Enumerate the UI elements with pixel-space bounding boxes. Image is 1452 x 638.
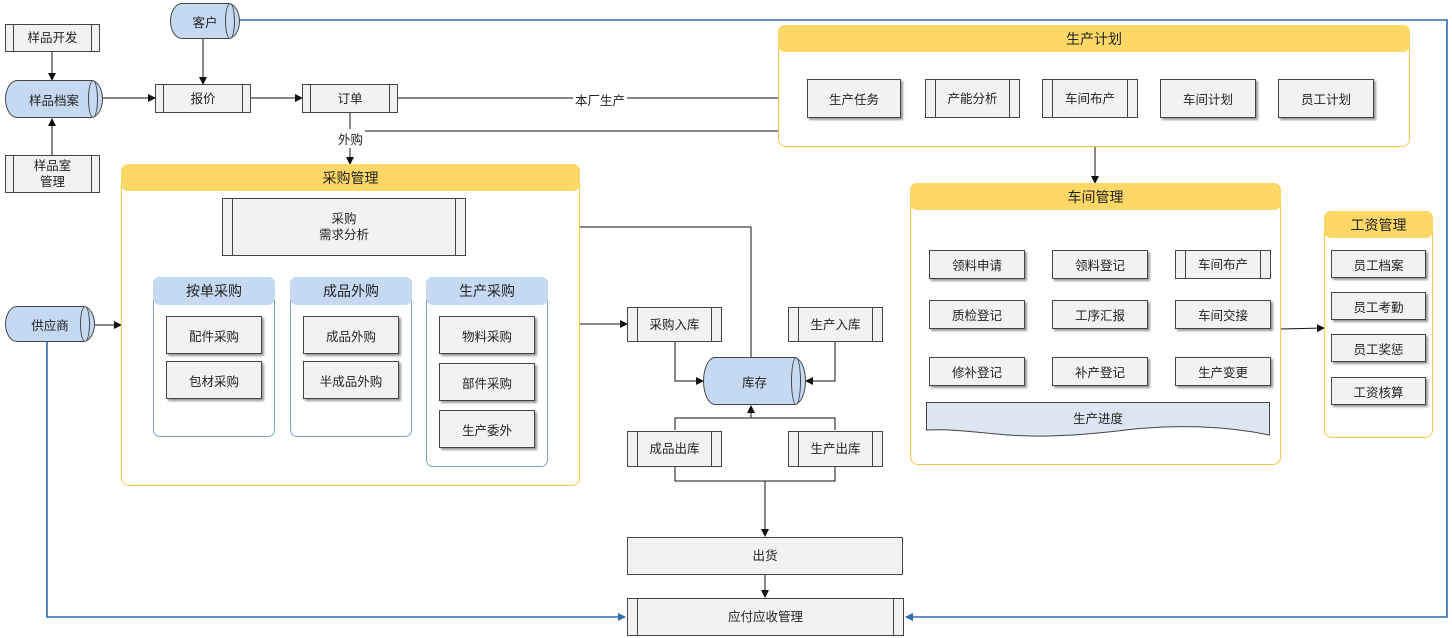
item-semi-finished-outsource[interactable]: 半成品外购	[303, 361, 399, 399]
node-ap-ar[interactable]: 应付应收管理	[627, 598, 904, 636]
workshop-item-process-report[interactable]: 工序汇报	[1052, 300, 1148, 329]
node-production-out[interactable]: 生产出库	[788, 431, 883, 467]
plan-item-task[interactable]: 生产任务	[807, 79, 901, 118]
node-production-in[interactable]: 生产入库	[788, 307, 883, 342]
node-order[interactable]: 订单	[302, 84, 398, 113]
workshop-progress-label: 生产进度	[1072, 411, 1123, 426]
edge-label-outsource: 外购	[336, 129, 366, 148]
plan-item-staff-plan[interactable]: 员工计划	[1278, 79, 1374, 118]
node-quote[interactable]: 报价	[155, 84, 251, 113]
production-plan-title: 生产计划	[778, 25, 1410, 52]
workshop-item-material-request[interactable]: 领料申请	[929, 250, 1025, 279]
progress-document-shape	[926, 402, 1270, 437]
item-finished-outsource[interactable]: 成品外购	[303, 316, 399, 354]
workshop-item-assign[interactable]: 车间布产	[1175, 250, 1271, 279]
item-component-purchase[interactable]: 部件采购	[439, 363, 535, 401]
workshop-item-handover[interactable]: 车间交接	[1175, 300, 1271, 329]
node-shipment[interactable]: 出货	[627, 537, 903, 575]
payroll-item-rewards[interactable]: 员工奖惩	[1331, 334, 1426, 362]
workshop-item-repair-register[interactable]: 修补登记	[929, 357, 1025, 386]
edge-label-in-house: 本厂生产	[573, 90, 628, 109]
workshop-title: 车间管理	[910, 183, 1281, 210]
group-order-purchase: 按单采购	[153, 277, 275, 437]
group-production-purchase-title: 生产采购	[426, 277, 548, 305]
node-finished-out[interactable]: 成品出库	[627, 431, 722, 467]
item-parts-purchase[interactable]: 配件采购	[166, 316, 262, 354]
node-supplier[interactable]: 供应商	[5, 306, 95, 342]
node-purchase-in[interactable]: 采购入库	[627, 307, 722, 342]
workshop-item-reproduction-register[interactable]: 补产登记	[1052, 357, 1148, 386]
node-sample-archive[interactable]: 样品档案	[5, 80, 103, 118]
node-inventory[interactable]: 库存	[703, 357, 806, 405]
workshop-item-production-change[interactable]: 生产变更	[1175, 357, 1271, 386]
group-order-purchase-title: 按单采购	[153, 277, 275, 305]
plan-item-workshop-plan[interactable]: 车间计划	[1160, 79, 1256, 118]
edge-workshop-payroll	[1280, 324, 1325, 333]
workshop-progress[interactable]: 生产进度	[926, 402, 1270, 438]
procurement-demand-analysis[interactable]: 采购 需求分析	[222, 198, 466, 256]
procurement-title: 采购管理	[121, 164, 580, 191]
node-customer[interactable]: 客户	[170, 3, 240, 39]
workshop-item-material-register[interactable]: 领料登记	[1052, 250, 1148, 279]
edge-customer-apar	[239, 19, 1448, 621]
payroll-title: 工资管理	[1324, 211, 1433, 238]
group-finished-outsource: 成品外购	[290, 277, 412, 437]
payroll-item-staff-archive[interactable]: 员工档案	[1331, 250, 1426, 278]
edge-supplier-apar	[46, 341, 626, 621]
item-subcontract[interactable]: 生产委外	[439, 410, 535, 448]
group-finished-outsource-title: 成品外购	[290, 277, 412, 305]
plan-item-capacity[interactable]: 产能分析	[925, 79, 1020, 118]
plan-item-workshop-assign[interactable]: 车间布产	[1042, 79, 1138, 118]
item-packaging-purchase[interactable]: 包材采购	[166, 361, 262, 399]
node-sample-dev[interactable]: 样品开发	[5, 24, 100, 52]
payroll-item-attendance[interactable]: 员工考勤	[1331, 292, 1426, 320]
payroll-item-salary-calc[interactable]: 工资核算	[1331, 377, 1426, 405]
node-sample-room[interactable]: 样品室 管理	[5, 155, 100, 193]
item-material-purchase[interactable]: 物料采购	[439, 316, 535, 354]
workshop-item-qc-register[interactable]: 质检登记	[929, 300, 1025, 329]
